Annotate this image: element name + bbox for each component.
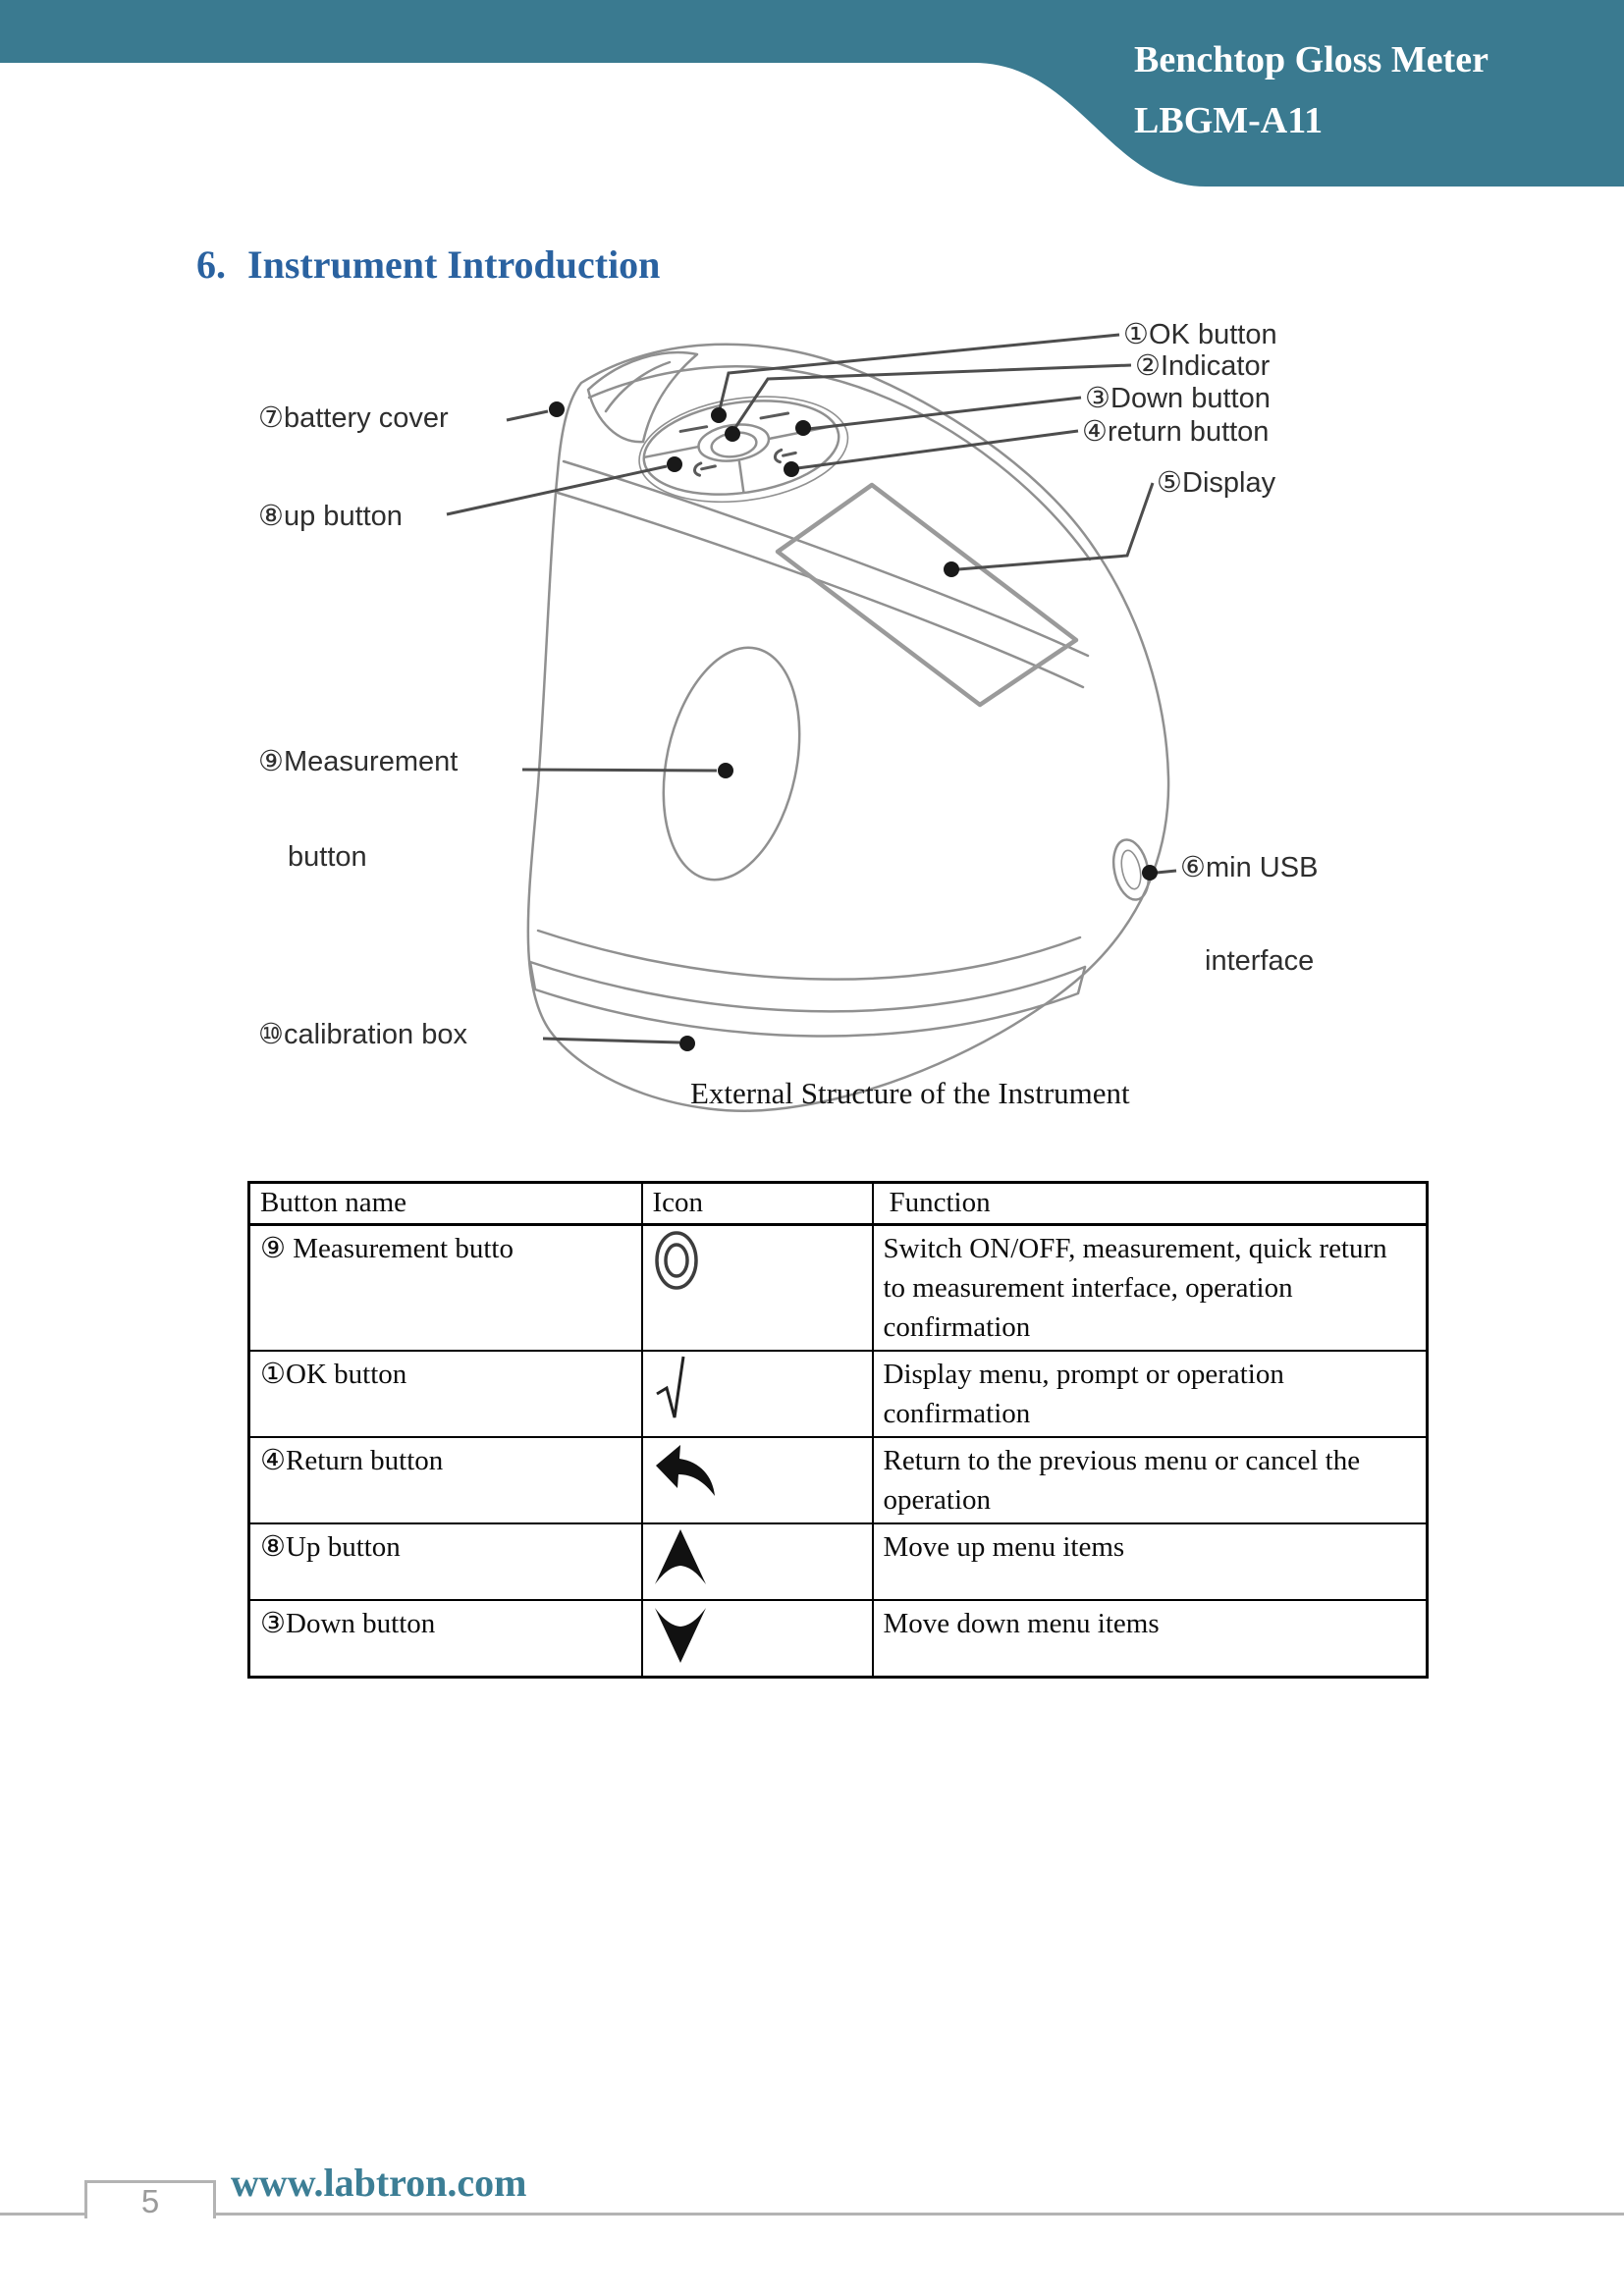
icon-cell xyxy=(640,1599,874,1679)
battery-cover-shape xyxy=(586,350,699,444)
label-display: ⑤Display xyxy=(1157,467,1276,499)
section-number: 6. xyxy=(196,242,226,287)
website-link[interactable]: www.labtron.com xyxy=(231,2161,527,2205)
document-title-line1: Benchtop Gloss Meter xyxy=(1134,39,1489,80)
table-row: ③Down button Move down menu items xyxy=(247,1599,1429,1679)
function-cell: Switch ON/OFF, measurement, quick return… xyxy=(871,1223,1429,1352)
label-measurement-2: button xyxy=(288,841,367,873)
button-name-cell: ④Return button xyxy=(247,1436,643,1524)
label-calibration-box: ⑩calibration box xyxy=(258,1019,467,1050)
label-measurement: ⑨Measurement xyxy=(258,746,459,777)
label-min-usb: ⑥min USB xyxy=(1180,852,1319,883)
document-title: Benchtop Gloss Meter LBGM-A11 xyxy=(1134,29,1489,151)
header-banner-shape xyxy=(0,0,1624,187)
table-row: ①OK button Display menu, prompt or opera… xyxy=(247,1350,1429,1438)
table-header-row: Button name Icon Function xyxy=(247,1181,1429,1226)
button-name-cell: ①OK button xyxy=(247,1350,643,1438)
table-row: ④Return button Return to the previous me… xyxy=(247,1436,1429,1524)
function-cell: Move up menu items xyxy=(871,1522,1429,1601)
icon-cell xyxy=(640,1350,874,1438)
function-cell: Return to the previous menu or cancel th… xyxy=(871,1436,1429,1524)
col-header-icon: Icon xyxy=(640,1181,874,1226)
label-down-button: ③Down button xyxy=(1085,383,1271,414)
footer-rule xyxy=(0,2213,1624,2216)
section-heading: 6. Instrument Introduction xyxy=(196,243,660,287)
label-battery-cover: ⑦battery cover xyxy=(258,402,449,434)
front-oval xyxy=(662,646,801,881)
button-name-cell: ⑧Up button xyxy=(247,1522,643,1601)
figure-caption: External Structure of the Instrument xyxy=(690,1076,1130,1110)
col-header-button-name: Button name xyxy=(247,1181,643,1226)
callout-lines xyxy=(446,333,1177,1044)
function-cell: Display menu, prompt or operation confir… xyxy=(871,1350,1429,1438)
section-title: Instrument Introduction xyxy=(247,242,661,287)
icon-cell xyxy=(640,1522,874,1601)
col-header-function: Function xyxy=(871,1181,1429,1226)
button-name-cell: ⑨ Measurement butto xyxy=(247,1223,643,1352)
icon-cell xyxy=(640,1223,874,1352)
back-arrow-icon xyxy=(655,1445,715,1496)
table-row: ⑨ Measurement butto Switch ON/OFF, measu… xyxy=(247,1223,1429,1352)
label-return-button: ④return button xyxy=(1082,416,1270,448)
concentric-circles-icon xyxy=(654,1231,698,1290)
label-ok-button: ①OK button xyxy=(1123,319,1277,350)
instrument-diagram xyxy=(446,333,1177,1112)
function-cell: Move down menu items xyxy=(871,1599,1429,1679)
page-number: 5 xyxy=(140,2183,160,2219)
callout-dots xyxy=(549,401,1158,1051)
document-title-line2: LBGM-A11 xyxy=(1134,100,1324,141)
button-function-table: Button name Icon Function ⑨ Measurement … xyxy=(247,1181,1429,1679)
device-body-outline xyxy=(526,343,1170,1112)
label-up-button: ⑧up button xyxy=(258,501,403,532)
down-arrow-icon xyxy=(654,1608,706,1663)
button-name-cell: ③Down button xyxy=(247,1599,643,1679)
label-min-usb-2: interface xyxy=(1205,945,1315,977)
display-panel xyxy=(775,482,1079,708)
up-arrow-icon xyxy=(654,1529,706,1584)
check-radical-icon xyxy=(655,1356,684,1418)
label-indicator: ②Indicator xyxy=(1135,350,1271,382)
table-row: ⑧Up button Move up menu items xyxy=(247,1522,1429,1601)
page-number-tab: 5 xyxy=(84,2180,216,2219)
icon-cell xyxy=(640,1436,874,1524)
